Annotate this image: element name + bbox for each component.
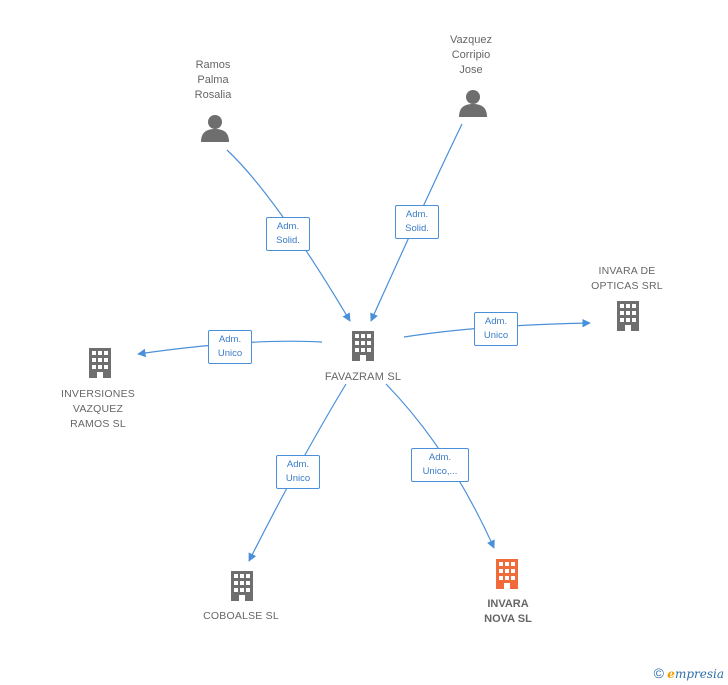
copyright-symbol: © <box>653 665 664 681</box>
brand-e-letter: e <box>667 667 675 681</box>
relation-label-adm-unico[interactable]: Adm. Unico <box>276 455 320 489</box>
node-label-vazquez-corripio-jose[interactable]: Vazquez Corripio Jose <box>450 34 492 76</box>
relation-label-adm-unico[interactable]: Adm. Unico <box>474 312 518 346</box>
relation-label-adm-unico[interactable]: Adm. Unico <box>208 330 252 364</box>
building-icon[interactable] <box>496 559 518 589</box>
node-label-inversiones-vazquez-ramos-sl[interactable]: INVERSIONES VAZQUEZ RAMOS SL <box>61 388 135 430</box>
relation-label-adm-solid[interactable]: Adm. Solid. <box>395 205 439 239</box>
person-icon[interactable] <box>459 90 487 117</box>
node-label-ramos-palma-rosalia[interactable]: Ramos Palma Rosalia <box>194 59 232 101</box>
node-label-invara-de-opticas-srl[interactable]: INVARA DE OPTICAS SRL <box>591 265 663 292</box>
empresia-logo: © empresia <box>654 665 724 681</box>
person-icon[interactable] <box>201 115 229 142</box>
building-icon[interactable] <box>352 331 374 361</box>
building-icon[interactable] <box>89 348 111 378</box>
building-icon[interactable] <box>231 571 253 601</box>
relation-label-adm-solid[interactable]: Adm. Solid. <box>266 217 310 251</box>
relation-label-adm-unico-more[interactable]: Adm. Unico,... <box>411 448 469 482</box>
edge-ramos-to-center <box>226 149 351 322</box>
node-label-coboalse-sl[interactable]: COBOALSE SL <box>203 610 279 622</box>
building-icon[interactable] <box>617 301 639 331</box>
node-label-invara-nova-sl[interactable]: INVARA NOVA SL <box>484 598 532 625</box>
brand-name: mpresia <box>674 667 724 681</box>
node-label-favazram-sl[interactable]: FAVAZRAM SL <box>324 371 402 383</box>
